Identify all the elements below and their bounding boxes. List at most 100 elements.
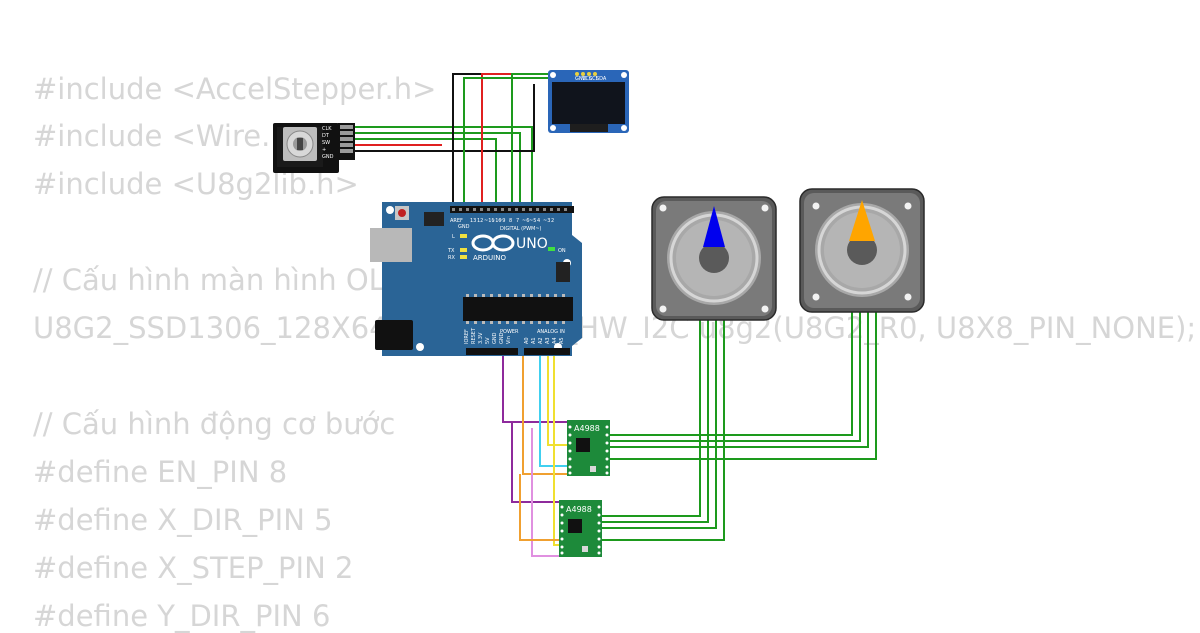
pin-label: Vin — [506, 336, 512, 344]
encoder-pin-label: GND — [322, 154, 334, 160]
pin-label: RESET — [471, 327, 477, 344]
digital-pin-labels: 13 12 ~11 ~10 ~9 8 7 ~6 ~5 4 ~3 2 — [470, 218, 554, 224]
driver-1-pot — [590, 466, 596, 472]
driver-1-label: A4988 — [574, 424, 600, 433]
wire-encoder-sw[interactable] — [355, 138, 497, 210]
maker-label: ARDUINO — [473, 254, 506, 262]
stepper-2-indicator — [849, 200, 875, 241]
stepper-1-indicator — [703, 206, 725, 247]
power-jack — [375, 320, 413, 350]
wire-en-driver1[interactable] — [502, 355, 570, 423]
wire-oled-vcc[interactable] — [481, 73, 550, 210]
pin-label: IOREF — [464, 329, 470, 344]
a4988-driver-1[interactable]: A4988 — [567, 420, 610, 476]
oled-display[interactable]: GND VCC SCL SDA — [548, 70, 629, 133]
pin-label: 8 — [509, 218, 512, 224]
pin-label: ~9 — [498, 218, 505, 224]
analog-pin-labels: A0 A1 A2 A3 A4 A5 — [524, 337, 565, 344]
atmega-chip — [463, 297, 573, 321]
brand-label: UNO — [516, 236, 548, 252]
gnd-label: GND — [458, 224, 470, 230]
wire-oled-scl[interactable] — [463, 77, 589, 210]
aref-label: AREF — [450, 218, 463, 224]
driver-2-chip — [568, 519, 582, 533]
encoder-pin-label: CLK — [322, 126, 332, 132]
pin-label: ~5 — [529, 218, 536, 224]
encoder-pin-label: + — [322, 147, 326, 153]
code-line: // Cấu hình động cơ bước — [33, 407, 396, 441]
pin-label: 7 — [516, 218, 519, 224]
pin-label: 13 — [470, 218, 476, 224]
pin-label: A3 — [545, 337, 551, 344]
led-l — [460, 234, 467, 238]
wire-d2-m1-c[interactable] — [601, 318, 717, 529]
pin-label: A0 — [524, 337, 530, 344]
wire-d1-m2-a[interactable] — [609, 312, 853, 436]
pin-label: 2 — [551, 218, 554, 224]
driver-2-pins — [560, 505, 601, 555]
wire-dir-y[interactable] — [547, 355, 570, 446]
oled-pin-label: VCC — [582, 76, 593, 82]
pin-label: A4 — [552, 337, 558, 344]
wire-d1-m2-c[interactable] — [609, 312, 869, 448]
pin-label: ~3 — [543, 218, 550, 224]
oled-pins: GND VCC SCL SDA — [575, 72, 607, 82]
pin-label: ~11 — [484, 218, 495, 224]
pin-label: 4 — [537, 218, 540, 224]
stepper-motor-1[interactable] — [651, 196, 777, 321]
oled-pin-label: GND — [575, 76, 587, 82]
code-line: #define EN_PIN 8 — [33, 455, 288, 489]
usb-connector — [370, 228, 412, 262]
tx-label: TX — [447, 248, 455, 254]
power-pin-labels: IOREF RESET 3.3V 5V GND GND Vin — [464, 327, 512, 344]
a4988-driver-2[interactable]: A4988 — [559, 500, 602, 557]
wire-d2-m1-a[interactable] — [601, 318, 701, 517]
digital-label: DIGITAL (PWM~) — [500, 226, 542, 232]
pin-label: GND — [499, 332, 505, 344]
code-line: #define X_DIR_PIN 5 — [33, 503, 333, 537]
rotary-encoder[interactable]: CLK DT SW + GND — [273, 123, 355, 173]
code-line: #include <U8g2lib.h> — [33, 167, 359, 201]
encoder-pins: CLK DT SW + GND — [322, 125, 353, 160]
wire-encoder-dt[interactable] — [355, 132, 521, 210]
wire-encoder-clk[interactable] — [355, 126, 533, 210]
driver-1-chip — [576, 438, 590, 452]
pin-label: ~6 — [522, 218, 529, 224]
chip-legs — [466, 294, 565, 324]
pin-label: 5V — [485, 337, 491, 344]
wire-pink-y[interactable] — [531, 428, 562, 557]
led-rx — [460, 255, 467, 259]
pin-label: 12 — [477, 218, 483, 224]
wire-d2-m1-b[interactable] — [601, 318, 709, 523]
oled-pin-label: SDA — [596, 76, 607, 82]
pin-label: A1 — [531, 337, 537, 344]
top-header-pins — [452, 208, 567, 211]
encoder-pin-label: SW — [322, 140, 330, 146]
led-tx — [460, 248, 467, 252]
wire-encoder-gnd[interactable] — [355, 84, 535, 152]
wire-dir-x[interactable] — [522, 355, 570, 475]
rx-label: RX — [448, 255, 455, 261]
code-line: #include <AccelStepper.h> — [33, 72, 437, 106]
wire-d1-m2-d[interactable] — [609, 312, 877, 460]
arduino-uno-board[interactable]: AREF GND 13 12 ~11 ~10 ~9 8 7 ~6 ~5 4 ~3… — [370, 202, 582, 356]
wire-orange-y[interactable] — [519, 474, 562, 541]
wire-en-driver2[interactable] — [511, 422, 562, 503]
pin-label: A5 — [559, 337, 565, 344]
encoder-pin-label: DT — [322, 133, 330, 139]
pin-label: A2 — [538, 337, 544, 344]
wires — [355, 73, 877, 557]
led-on — [548, 247, 555, 251]
wire-d1-m2-b[interactable] — [609, 312, 861, 442]
driver-2-pot — [582, 546, 588, 552]
code-line: #define X_STEP_PIN 2 — [33, 551, 354, 585]
pin-label: 3.3V — [478, 332, 484, 344]
driver-1-pins — [568, 425, 609, 475]
wire-step-x[interactable] — [539, 355, 570, 467]
led-l-label: L — [452, 234, 455, 240]
on-label: ON — [558, 248, 566, 254]
analog-label: ANALOG IN — [537, 329, 565, 335]
stepper-motor-2[interactable] — [799, 188, 925, 313]
oled-pin-label: SCL — [589, 76, 599, 82]
wire-d2-m1-d[interactable] — [601, 318, 725, 541]
